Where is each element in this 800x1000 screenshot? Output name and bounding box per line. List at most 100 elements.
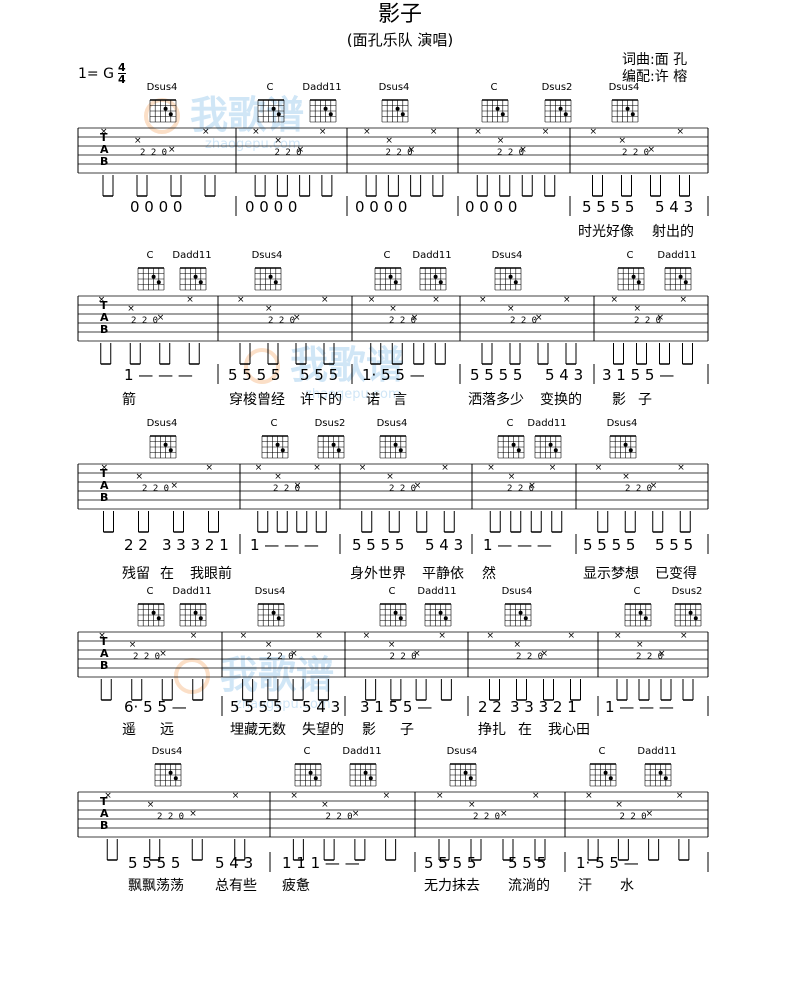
tab-mute: × (297, 145, 305, 155)
tab-mute: × (383, 791, 391, 801)
chord-diagram: Dadd11 (527, 418, 567, 459)
lyric: 在 (160, 566, 174, 582)
chord-diagram: Dsus4 (379, 82, 409, 123)
chord-name: C (304, 746, 311, 757)
tab-mute: × (622, 472, 630, 482)
tab-clef: B (100, 819, 108, 832)
tab-frets: 2 2 0 (157, 812, 184, 822)
tab-mute: × (294, 481, 302, 491)
notation-group: 5 5 5 (655, 536, 693, 554)
tab-mute: × (388, 640, 396, 650)
tab-mute: × (500, 809, 508, 819)
tab-mute: × (255, 463, 263, 473)
chord-diagram: C (481, 82, 509, 123)
tab-mute: × (487, 631, 495, 641)
notation-group: 5 5 5 5 (230, 698, 282, 716)
time-top: 4 (118, 61, 126, 74)
tab-frets: 2 2 0 (622, 148, 649, 158)
chord-diagram: Dsus2 (542, 82, 572, 123)
notation-group: 1 — — — (124, 366, 193, 384)
chord-diagram: C (379, 586, 407, 627)
lyric: 身外世界 (350, 566, 406, 582)
chord-name: C (147, 586, 154, 597)
system-4: TAB××××2 2 0××××2 2 0××××2 2 0××××2 2 0×… (77, 586, 709, 738)
lyric: 飘飘荡荡 (128, 878, 184, 894)
tab-mute: × (321, 295, 329, 305)
tab-mute: × (634, 304, 642, 314)
tab-mute: × (147, 800, 155, 810)
system-5: TAB××××2 2 0××××2 2 0××××2 2 0××××2 2 0D… (77, 746, 709, 894)
tab-mute: × (680, 631, 688, 641)
tab-mute: × (436, 791, 444, 801)
chord-diagram: C (294, 746, 322, 787)
chord-diagram: C (257, 82, 285, 123)
chord-name: Dsus4 (607, 418, 638, 429)
notation-group: 5 4 3 (215, 854, 253, 872)
tab-mute: × (508, 472, 516, 482)
song-title: 影子 (377, 2, 422, 27)
lyric: 射出的 (652, 224, 694, 240)
tab-mute: × (293, 313, 301, 323)
tab-mute: × (648, 145, 656, 155)
tab-frets: 2 2 0 (510, 316, 537, 326)
tab-clef: T (100, 635, 108, 648)
watermark-brand: 我歌谱 (290, 343, 404, 387)
tab-frets: 2 2 0 (131, 316, 158, 326)
tab-mute: × (274, 472, 282, 482)
watermark-url: zhaogepu.com (305, 387, 401, 402)
lyric: 变换的 (540, 391, 582, 408)
notation-group: 0 0 0 0 (130, 198, 182, 216)
chord-name: Dsus4 (147, 82, 178, 93)
tab-mute: × (411, 313, 419, 323)
song-subtitle: (面孔乐队 演唱) (346, 31, 454, 49)
notation-group: 1 1 1 — — (282, 854, 360, 872)
chord-name: Dsus4 (502, 586, 533, 597)
tab-frets: 2 2 0 (133, 652, 160, 662)
time-signature: 4 4 (118, 62, 126, 85)
chord-name: Dsus4 (255, 586, 286, 597)
tab-mute: × (202, 127, 210, 137)
tab-mute: × (479, 295, 487, 305)
tab-clef: A (100, 647, 109, 660)
notation-group: 5 4 3 (302, 698, 340, 716)
chord-diagram: Dadd11 (172, 586, 212, 627)
chord-diagram: Dsus4 (377, 418, 407, 459)
tab-mute: × (474, 127, 482, 137)
chord-name: C (491, 82, 498, 93)
tab-frets: 2 2 0 (140, 148, 167, 158)
lyric: 言 (393, 392, 407, 408)
tab-mute: × (590, 127, 598, 137)
tab-mute: × (658, 649, 666, 659)
notation-group: 5 5 5 (508, 854, 546, 872)
tab-mute: × (468, 800, 476, 810)
chord-diagram: Dadd11 (417, 586, 457, 627)
notation-group: 3 1 5 5 — (602, 366, 674, 384)
chord-diagram: Dsus4 (492, 250, 522, 291)
credits: 词曲:面 孔 编配:许 榕 (622, 52, 792, 86)
chord-name: Dadd11 (637, 746, 676, 757)
chord-diagram: Dsus2 (315, 418, 345, 459)
lyric: 箭 (122, 391, 136, 408)
tab-frets: 2 2 0 (620, 812, 647, 822)
chord-name: Dadd11 (302, 82, 341, 93)
tab-mute: × (290, 791, 298, 801)
tab-frets: 2 2 0 (389, 484, 416, 494)
tab-frets: 2 2 0 (386, 148, 413, 158)
tab-mute: × (189, 809, 197, 819)
tab-frets: 2 2 0 (326, 812, 353, 822)
tab-mute: × (98, 295, 106, 305)
chord-name: C (507, 418, 514, 429)
tab-mute: × (408, 145, 416, 155)
tab-mute: × (265, 640, 273, 650)
tab-mute: × (487, 463, 495, 473)
tab-mute: × (532, 791, 540, 801)
credit-arrange: 编配:许 榕 (622, 69, 688, 85)
notation-group: 5 5 5 (300, 366, 338, 384)
tab-mute: × (168, 145, 176, 155)
notation-group: 5 4 3 (425, 536, 463, 554)
lyric: 水 (620, 878, 634, 894)
chord-name: C (599, 746, 606, 757)
tab-mute: × (363, 127, 371, 137)
